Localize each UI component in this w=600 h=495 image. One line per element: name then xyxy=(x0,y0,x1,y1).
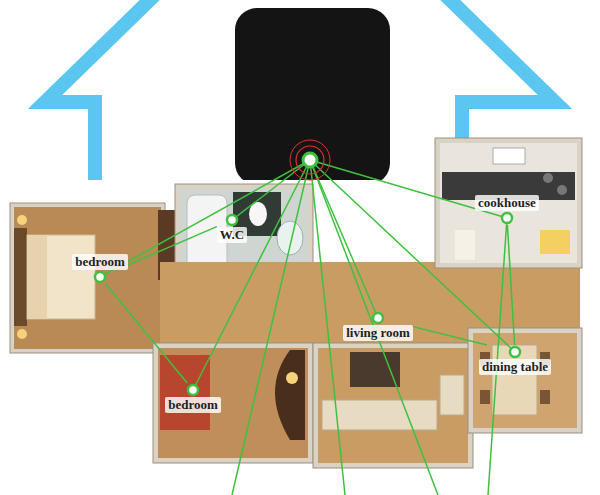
room-dot xyxy=(93,270,107,284)
room-label: W.C xyxy=(217,227,247,243)
signal-ring xyxy=(296,146,324,174)
room-dot-circle xyxy=(502,213,512,223)
signal-line xyxy=(232,160,310,495)
signal-line xyxy=(310,160,515,352)
signal-line xyxy=(100,160,310,277)
house-outline-right xyxy=(440,0,555,142)
room-dot xyxy=(508,345,522,359)
signal-line xyxy=(488,218,507,495)
hub-emitter xyxy=(303,153,317,167)
bed xyxy=(160,355,210,430)
room-dot xyxy=(371,311,385,325)
desk xyxy=(275,350,305,440)
room-dot-circle xyxy=(95,272,105,282)
signal-line xyxy=(310,160,345,495)
room-node: W.C xyxy=(217,213,247,243)
signal-connector xyxy=(128,227,217,265)
room-label: cookhouse xyxy=(475,195,539,211)
lamp xyxy=(17,329,27,339)
signal-connector xyxy=(413,327,487,345)
coffee-table xyxy=(350,352,400,387)
hub-device xyxy=(235,8,390,185)
room-dot xyxy=(186,383,200,397)
floor xyxy=(473,333,577,428)
wall xyxy=(468,328,582,433)
headboard xyxy=(14,228,27,326)
sink xyxy=(277,221,303,255)
pillow xyxy=(27,235,47,319)
room-dot xyxy=(500,211,514,225)
fridge xyxy=(455,230,475,260)
signal-lines xyxy=(100,160,515,495)
armchair xyxy=(440,375,464,415)
wall xyxy=(313,343,473,468)
sofa xyxy=(322,400,437,430)
room-node: bedroom xyxy=(165,383,221,413)
room-node: dining table xyxy=(479,345,551,375)
sink xyxy=(493,148,525,164)
room-label: bedroom xyxy=(72,254,128,270)
room-dot-circle xyxy=(227,215,237,225)
signal-connector xyxy=(507,225,514,345)
house-outline-left xyxy=(45,0,160,192)
dining-table xyxy=(492,345,537,415)
room-label: living room xyxy=(343,325,413,341)
signal-ring xyxy=(290,140,330,180)
signal-connector xyxy=(106,284,187,383)
room-dot-circle xyxy=(373,313,383,323)
room-node: bedroom xyxy=(72,254,128,284)
room-dot xyxy=(225,213,239,227)
stove xyxy=(557,185,567,195)
room-dot-circle xyxy=(188,385,198,395)
room-dot-circle xyxy=(510,347,520,357)
bed xyxy=(27,235,95,319)
room-label: dining table xyxy=(479,359,551,375)
chair xyxy=(480,390,490,404)
room-label: bedroom xyxy=(165,397,221,413)
room-node: cookhouse xyxy=(475,195,539,225)
floor xyxy=(158,348,308,458)
lamp xyxy=(17,215,27,225)
stove xyxy=(543,173,553,183)
lamp xyxy=(286,372,298,384)
room-node: living room xyxy=(343,311,413,341)
floor xyxy=(14,207,161,349)
chair xyxy=(540,390,550,404)
signal-line xyxy=(310,160,378,318)
decor xyxy=(540,230,570,254)
wall xyxy=(10,203,165,353)
signal-line xyxy=(193,160,310,390)
wall xyxy=(153,343,313,463)
